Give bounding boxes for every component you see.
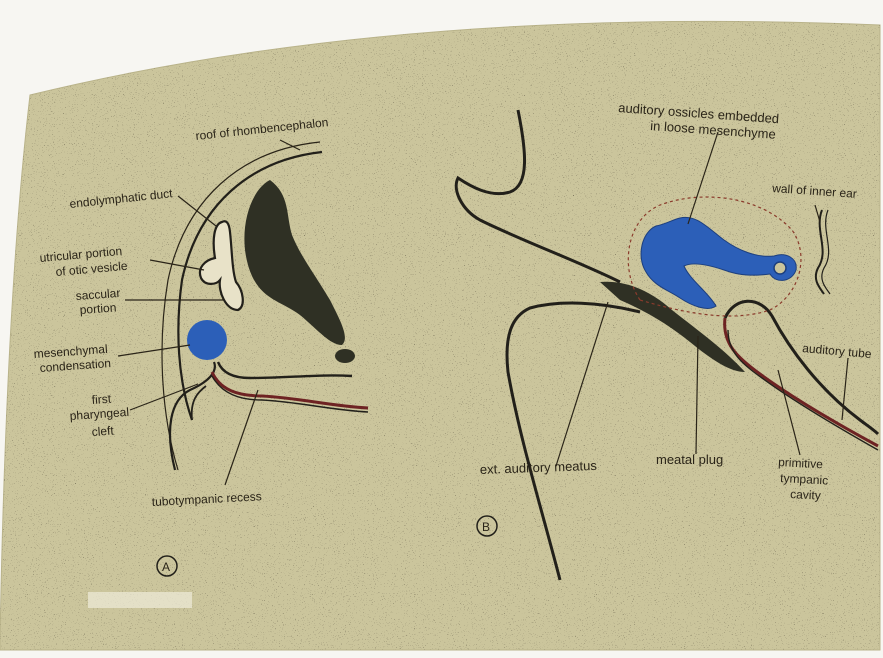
panel-a-letter: A bbox=[162, 560, 170, 574]
stapes-ring bbox=[774, 262, 786, 274]
label-saccular-2: portion bbox=[79, 300, 117, 317]
faded-mark bbox=[88, 592, 192, 608]
label-primitive-3: cavity bbox=[790, 487, 821, 503]
label-primitive-2: tympanic bbox=[780, 471, 829, 487]
label-primitive-1: primitive bbox=[778, 455, 824, 471]
small-dark-oval bbox=[335, 349, 355, 363]
mesenchymal-condensation bbox=[187, 320, 227, 360]
label-first-1: first bbox=[91, 392, 112, 407]
panel-b-letter: B bbox=[482, 520, 490, 534]
label-first-3: cleft bbox=[91, 423, 115, 439]
label-meatal-plug: meatal plug bbox=[656, 452, 723, 467]
